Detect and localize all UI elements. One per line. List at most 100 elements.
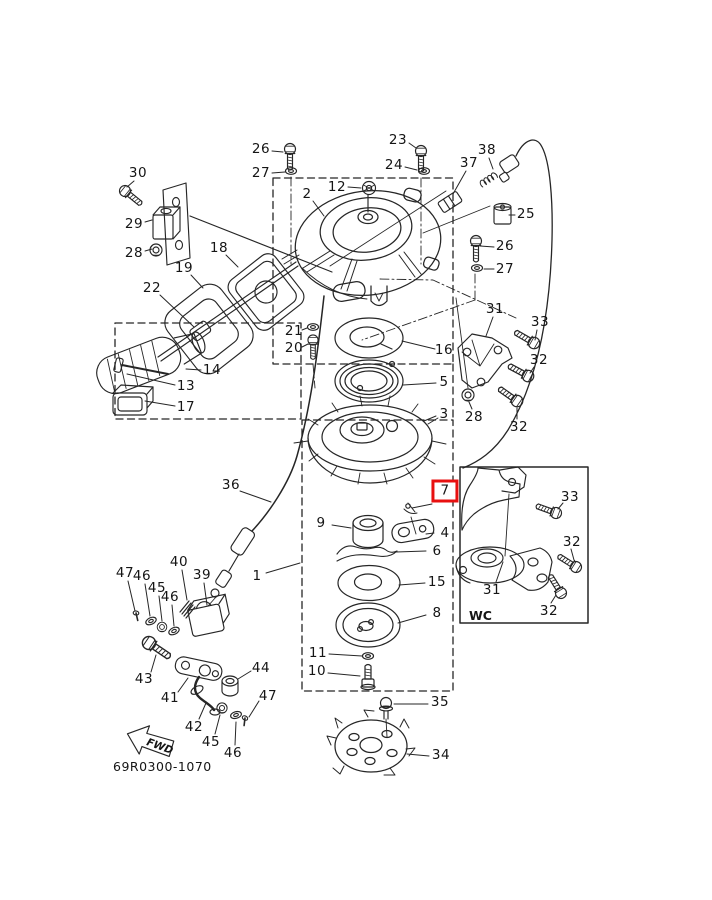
part-label-29[interactable]: 29	[124, 216, 144, 232]
handle-group	[96, 253, 305, 416]
part-label-45[interactable]: 45	[201, 734, 221, 750]
part-label-32[interactable]: 32	[562, 534, 582, 550]
part-label-21[interactable]: 21	[284, 323, 304, 339]
starter-case-2	[281, 187, 491, 307]
part-label-32[interactable]: 32	[539, 603, 559, 619]
part-label-30[interactable]: 30	[128, 165, 148, 181]
part-label-38[interactable]: 38	[477, 142, 497, 158]
svg-text:FWD: FWD	[145, 736, 175, 757]
part-label-27[interactable]: 27	[495, 261, 515, 277]
inset-bolt-32	[554, 550, 585, 576]
bushing-44	[221, 675, 239, 697]
cable-curve	[462, 139, 553, 469]
link-rod-42	[190, 675, 221, 716]
drive-cup-34	[326, 709, 416, 776]
lever-41	[174, 656, 223, 681]
part-label-17[interactable]: 17	[176, 399, 196, 415]
clamp-29	[152, 206, 181, 240]
rope-anchor-13	[113, 357, 169, 375]
drive-pawl-4	[391, 518, 435, 544]
cable-connector	[498, 154, 520, 183]
part-label-25[interactable]: 25	[516, 206, 536, 222]
part-label-31[interactable]: 31	[482, 582, 502, 598]
dashed-boxes	[114, 177, 454, 692]
part-label-24[interactable]: 24	[384, 157, 404, 173]
part-label-26[interactable]: 26	[251, 141, 271, 157]
part-label-47[interactable]: 47	[258, 688, 278, 704]
inset-flange-31	[455, 546, 553, 591]
washer-15	[337, 564, 401, 602]
part-label-10[interactable]: 10	[307, 663, 327, 679]
nut-45	[156, 621, 168, 633]
part-label-46[interactable]: 46	[223, 745, 243, 761]
part-label-23[interactable]: 23	[388, 132, 408, 148]
part-label-3[interactable]: 3	[439, 406, 449, 422]
part-label-5[interactable]: 5	[439, 374, 449, 390]
part-label-45[interactable]: 45	[147, 580, 167, 596]
part-label-46[interactable]: 46	[132, 568, 152, 584]
part-label-32[interactable]: 32	[529, 352, 549, 368]
part-label-39[interactable]: 39	[192, 567, 212, 583]
shift-lever-group	[131, 593, 250, 727]
part-label-20[interactable]: 20	[284, 340, 304, 356]
part-label-9[interactable]: 9	[316, 515, 326, 531]
part-label-33[interactable]: 33	[560, 489, 580, 505]
part-label-26[interactable]: 26	[495, 238, 515, 254]
part-label-6[interactable]: 6	[432, 543, 442, 559]
part-label-47[interactable]: 47	[115, 565, 135, 581]
part-label-19[interactable]: 19	[174, 260, 194, 276]
part-label-16[interactable]: 16	[434, 342, 454, 358]
inset-box-wc: WC	[455, 466, 589, 624]
nut-45b	[216, 702, 228, 714]
part-label-41[interactable]: 41	[160, 690, 180, 706]
part-label-36[interactable]: 36	[221, 477, 241, 493]
part-label-8[interactable]: 8	[432, 605, 442, 621]
fitting-37	[437, 191, 463, 213]
inset-wc-label: WC	[469, 608, 492, 623]
part-label-44[interactable]: 44	[251, 660, 271, 676]
washer-46b	[167, 625, 181, 637]
part-label-43[interactable]: 43	[134, 671, 154, 687]
cable-group	[329, 139, 553, 469]
drive-plate-8	[335, 602, 401, 648]
part-label-18[interactable]: 18	[209, 240, 229, 256]
bolt-35	[378, 696, 394, 738]
part-label-27[interactable]: 27	[251, 165, 271, 181]
part-label-35[interactable]: 35	[430, 694, 450, 710]
cable-block-39	[187, 593, 230, 637]
part-label-1[interactable]: 1	[252, 568, 262, 584]
nut-28b	[461, 388, 475, 402]
spring-38	[479, 172, 499, 188]
part-label-7-highlighted[interactable]: 7	[431, 479, 459, 503]
part-label-34[interactable]: 34	[431, 747, 451, 763]
part-label-28[interactable]: 28	[464, 409, 484, 425]
part-label-22[interactable]: 22	[142, 280, 162, 296]
part-label-40[interactable]: 40	[169, 554, 189, 570]
spring-40	[179, 600, 196, 619]
part-label-13[interactable]: 13	[176, 378, 196, 394]
part-label-12[interactable]: 12	[327, 179, 347, 195]
inset-bolt-33	[533, 500, 564, 521]
part-label-11[interactable]: 11	[308, 645, 328, 661]
part-label-4[interactable]: 4	[440, 525, 450, 541]
cap-25	[493, 202, 512, 225]
part-label-15[interactable]: 15	[427, 574, 447, 590]
inset-bolt-32b	[544, 571, 570, 602]
part-label-42[interactable]: 42	[184, 719, 204, 735]
washer-46	[144, 615, 158, 627]
part-label-14[interactable]: 14	[202, 362, 222, 378]
sheave-drum-3	[293, 395, 447, 485]
part-label-2[interactable]: 2	[302, 186, 312, 202]
part-label-37[interactable]: 37	[459, 155, 479, 171]
part-label-31[interactable]: 31	[485, 301, 505, 317]
washer-27	[284, 167, 298, 175]
part-label-32[interactable]: 32	[509, 419, 529, 435]
washer-11	[361, 652, 375, 660]
cap-17	[112, 384, 154, 416]
part-label-33[interactable]: 33	[530, 314, 550, 330]
washer-46c	[229, 709, 243, 721]
bolt-26b	[469, 234, 483, 263]
part-label-46[interactable]: 46	[160, 589, 180, 605]
part-label-28[interactable]: 28	[124, 245, 144, 261]
